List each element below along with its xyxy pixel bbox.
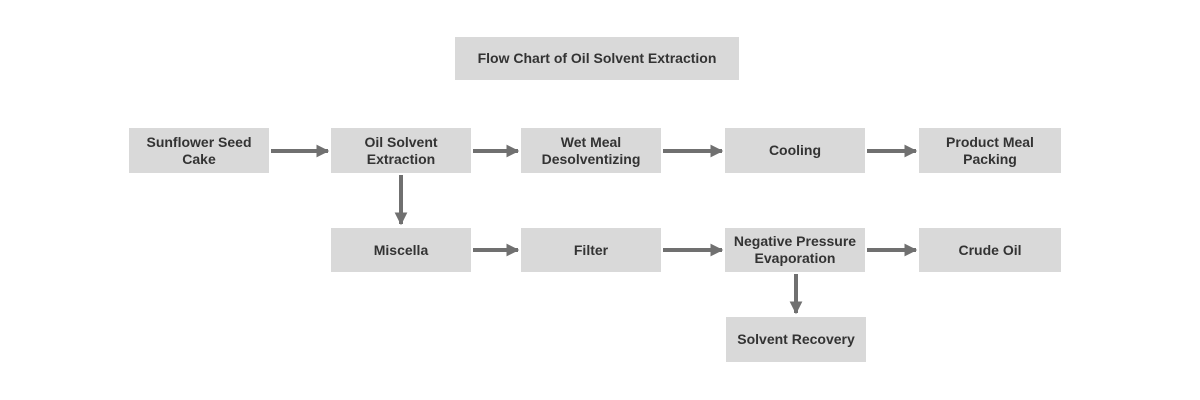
node-oil-solvent-extraction: Oil Solvent Extraction xyxy=(331,128,471,173)
node-miscella: Miscella xyxy=(331,228,471,272)
node-wet-meal-desolventizing: Wet Meal Desolventizing xyxy=(521,128,661,173)
chart-title: Flow Chart of Oil Solvent Extraction xyxy=(455,37,739,80)
node-sunflower-seed-cake: Sunflower Seed Cake xyxy=(129,128,269,173)
node-solvent-recovery: Solvent Recovery xyxy=(726,317,866,362)
node-filter: Filter xyxy=(521,228,661,272)
node-product-meal-packing: Product Meal Packing xyxy=(919,128,1061,173)
node-negative-pressure-evaporation: Negative Pressure Evaporation xyxy=(725,228,865,272)
node-crude-oil: Crude Oil xyxy=(919,228,1061,272)
node-cooling: Cooling xyxy=(725,128,865,173)
